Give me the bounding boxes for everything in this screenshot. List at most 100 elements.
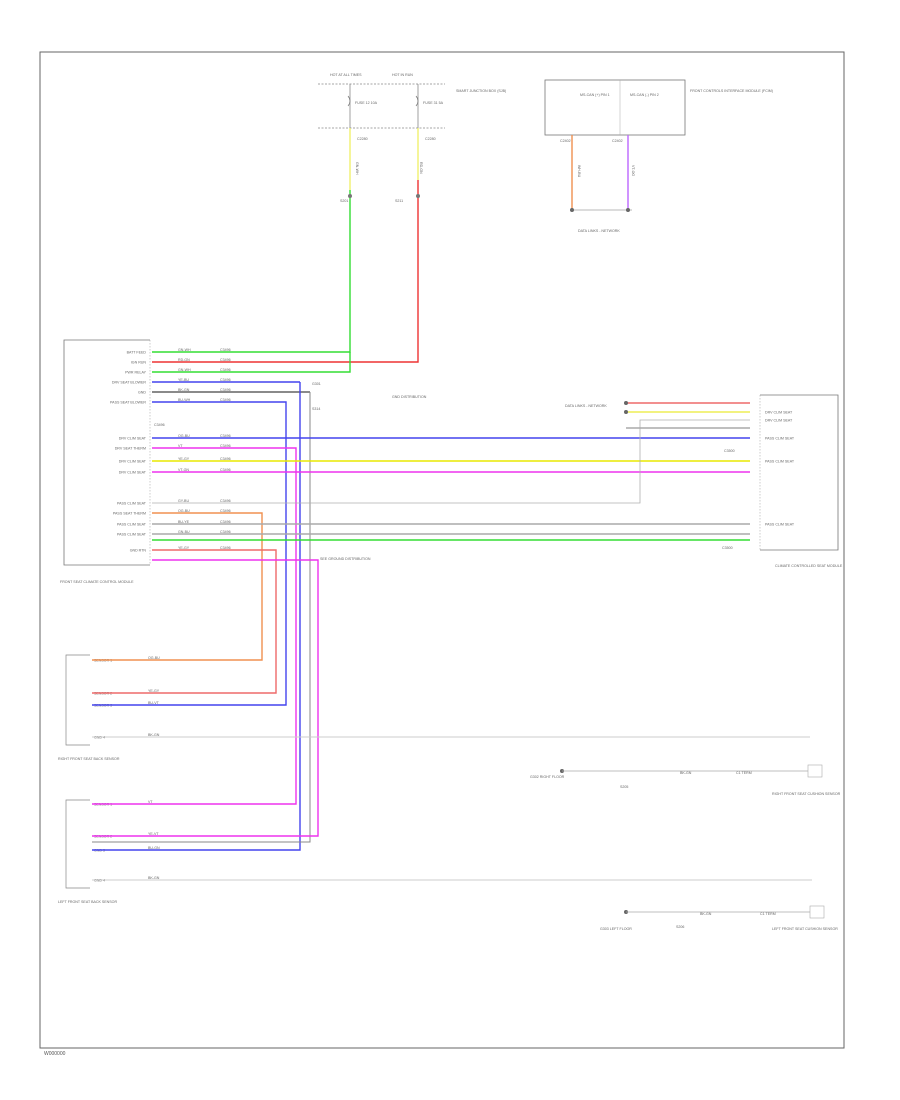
sensor-right-wire-3: BU-VT xyxy=(148,701,160,705)
right-module-conn-top: C3500 xyxy=(724,449,735,453)
wire-label-pass_blower-conn: C3496 xyxy=(220,398,231,402)
sensor-right-name: RIGHT FRONT SEAT BACK SENSOR xyxy=(58,757,120,761)
wire-ign-run-red xyxy=(152,180,419,363)
wire-label-drv3-color: YE-GY xyxy=(178,457,190,461)
wire-label-gnd_rtn-conn: C3496 xyxy=(220,546,231,550)
fcim-note: DATA LINKS - NETWORK xyxy=(578,229,620,233)
right-module-data-links: DATA LINKS - NETWORK xyxy=(565,404,607,408)
sensor-right-wire-1: OG-BU xyxy=(148,656,160,660)
footer-code: W000000 xyxy=(44,1051,66,1057)
wire-label-drv2-color: VT xyxy=(178,444,183,448)
seat-module-name: FRONT SEAT CLIMATE CONTROL MODULE xyxy=(60,580,134,584)
fcim-cell1: MS-CAN (+) PIN 1 xyxy=(580,93,610,97)
ground-right-splice: S205 xyxy=(620,785,628,789)
sensor-left-wire-1: VT xyxy=(148,800,153,804)
wire-pass5 xyxy=(92,549,277,694)
ground-left-pin: C1 TERM xyxy=(760,912,776,916)
wire-label-relay-conn: C3496 xyxy=(220,368,231,372)
wire-drv2 xyxy=(92,447,297,805)
sensor-left-wire-4: BK-GN xyxy=(148,876,160,880)
splice-s201 xyxy=(348,194,352,198)
fcim-name: FRONT CONTROLS INTERFACE MODULE (FCIM) xyxy=(690,89,773,93)
seat-module: C3496 FRONT SEAT CLIMATE CONTROL MODULE … xyxy=(60,339,165,584)
ground-g1: G301 xyxy=(312,382,321,386)
ground-g1-label: GND DISTRIBUTION xyxy=(392,395,427,399)
sensor-left-wire-2: YE-VT xyxy=(148,832,159,836)
fcim-pin-right: C2402 xyxy=(612,139,623,143)
ground-left-module: LEFT FRONT SEAT CUSHION SENSOR xyxy=(772,927,838,931)
seat-pin-15: GND RTN xyxy=(130,549,147,553)
seat-pin-9: DRV CLIM SEAT xyxy=(119,460,147,464)
wire-label-ign-color: RD-GN xyxy=(178,358,190,362)
fuse-box: HOT AT ALL TIMES HOT IN RUN FUSE 12 10A … xyxy=(318,73,506,203)
wire-label-drv_blower-conn: C3496 xyxy=(220,378,231,382)
wire-label-pass2-conn: C3496 xyxy=(220,509,231,513)
ground-left-label: G303 LEFT FLOOR xyxy=(600,927,632,931)
right-module-name: CLIMATE CONTROLLED SEAT MODULE xyxy=(775,564,843,568)
splice-left-label: S201 xyxy=(340,199,348,203)
seat-connector-label: C3496 xyxy=(154,423,165,427)
ground-right: G302 RIGHT FLOOR RIGHT FRONT SEAT CUSHIO… xyxy=(530,764,841,796)
ground-note: SEE GROUND DISTRIBUTION xyxy=(320,557,371,561)
dot-right-a xyxy=(624,401,628,405)
seat-pin-5: GND xyxy=(138,391,146,395)
wire-label-pass3-color: BU-YE xyxy=(178,520,190,524)
ground-left: G303 LEFT FLOOR LEFT FRONT SEAT CUSHION … xyxy=(600,905,838,931)
wire-label-pass4-color: GN-BU xyxy=(178,530,190,534)
fuse-conn-left: C2280 xyxy=(357,137,368,141)
right-module-conn-bottom: C3500 xyxy=(722,546,733,550)
seat-pin-4: DRV SEAT BLOWER xyxy=(112,381,147,385)
right-pin-5: PASS CLIM SEAT xyxy=(765,523,795,527)
hot-left-label: HOT AT ALL TIMES xyxy=(330,73,362,77)
wire-label-rd-gn: RD-GN xyxy=(419,162,423,174)
fcim-wire-left: WH-BU xyxy=(577,165,581,178)
wire-label-pass1-color: GY-BU xyxy=(178,499,189,503)
fcim-dot-right xyxy=(626,208,630,212)
sensor-left-wire-3: BU-GN xyxy=(148,846,160,850)
ground-splice: G301 GND DISTRIBUTION S314 SEE GROUND DI… xyxy=(312,382,427,561)
right-module: CLIMATE CONTROLLED SEAT MODULE DATA LINK… xyxy=(565,394,843,568)
sensor-right: RIGHT FRONT SEAT BACK SENSOR SENSOR 1OG-… xyxy=(58,654,160,761)
wire-pass1 xyxy=(92,512,263,661)
wire-drv-blower-down xyxy=(92,382,301,851)
right-pin-4: PASS CLIM SEAT xyxy=(765,460,795,464)
right-pin-labels: DRV CLIM SEAT DRV CLIM SEAT PASS CLIM SEAT… xyxy=(765,411,795,527)
seat-pin-7: DRV CLIM SEAT xyxy=(119,437,147,441)
splice-right-label: S211 xyxy=(395,199,403,203)
fuse-conn-right: C2280 xyxy=(425,137,436,141)
seat-pin-8: DRV SEAT THERM xyxy=(115,447,146,451)
ground-right-label: G302 RIGHT FLOOR xyxy=(530,775,565,779)
ground-left-splice: S206 xyxy=(676,925,684,929)
splice-s211 xyxy=(416,194,420,198)
wire-drv-up xyxy=(152,419,750,504)
ground-left-wire: BK-GN xyxy=(700,912,712,916)
seat-pin-14: PASS CLIM SEAT xyxy=(117,533,147,537)
sensor-right-wire-4: BK-GN xyxy=(148,733,160,737)
ground-right-wire: BK-GN xyxy=(680,771,692,775)
wire-gnd-drop xyxy=(92,392,311,843)
wire-label-pass4-conn: C3496 xyxy=(220,530,231,534)
right-pin-2: DRV CLIM SEAT xyxy=(765,419,793,423)
wire-gnd-rtn xyxy=(92,559,319,837)
fcim-cell2: MS-CAN (-) PIN 2 xyxy=(630,93,659,97)
fuse-left-label: FUSE 12 10A xyxy=(355,101,378,105)
wire-label-pass3-conn: C3496 xyxy=(220,520,231,524)
wire-pass-blower xyxy=(92,401,287,706)
fcim-dot-left xyxy=(570,208,574,212)
wire-label-batt-color: GN-WH xyxy=(178,348,191,352)
ground-splice-label: S314 xyxy=(312,407,320,411)
seat-pin-11: PASS CLIM SEAT xyxy=(117,502,147,506)
wire-label-pass1-conn: C3496 xyxy=(220,499,231,503)
wire-label-gnd-conn: C3496 xyxy=(220,388,231,392)
wire-label-drv4-conn: C3496 xyxy=(220,468,231,472)
wire-label-drv3-conn: C3496 xyxy=(220,457,231,461)
ground-right-module: RIGHT FRONT SEAT CUSHION SENSOR xyxy=(772,792,841,796)
right-pin-1: DRV CLIM SEAT xyxy=(765,411,793,415)
wire-label-batt-conn: C3496 xyxy=(220,348,231,352)
seat-pin-1: BATT FEED xyxy=(127,351,147,355)
sensor-left-name: LEFT FRONT SEAT BACK SENSOR xyxy=(58,900,117,904)
